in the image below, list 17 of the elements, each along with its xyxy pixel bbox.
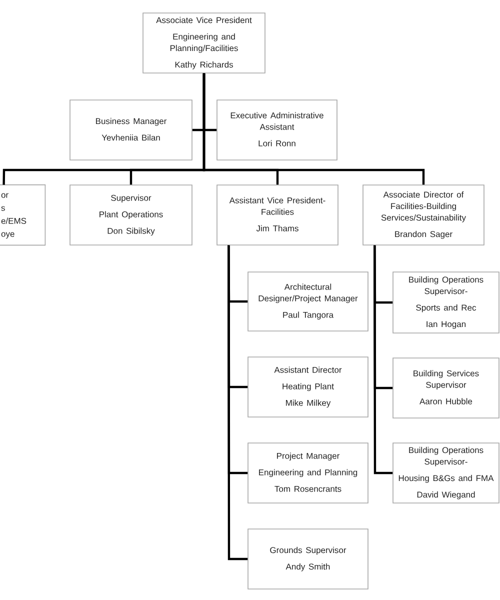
org-chart-box: or s e/EMS oye bbox=[0, 184, 46, 246]
org-chart-box: Building Operations Supervisor- Housing B&Gs and FMA David Wiegand bbox=[392, 442, 500, 504]
connector-line bbox=[228, 245, 248, 560]
org-chart-box: Supervisor Plant Operations Don Sibilsky bbox=[70, 184, 192, 246]
connector-line bbox=[374, 245, 393, 474]
org-chart-box: Associate Vice President Engineering and Planning/Facilities Kathy Richards bbox=[142, 12, 266, 74]
org-chart-box: Business Manager Yevheniia Bilan bbox=[70, 100, 192, 160]
org-chart-box: Executive Administrative Assistant Lori Ronn bbox=[216, 100, 338, 160]
org-chart-box: Assistant Vice President- Facilities Jim Thams bbox=[216, 184, 338, 246]
org-chart-box: Project Manager Engineering and Planning Tom Rosencrants bbox=[248, 442, 368, 504]
org-chart-box: Architectural Designer/Project Manager Paul Tangora bbox=[248, 272, 368, 332]
connector-line bbox=[202, 73, 425, 185]
org-chart-box: Associate Director of Facilities-Building Services/Sustainability Brandon Sager bbox=[362, 184, 484, 246]
org-chart-box: Assistant Director Heating Plant Mike Milkey bbox=[248, 356, 368, 418]
org-chart-box: Grounds Supervisor Andy Smith bbox=[248, 528, 368, 590]
org-chart-box: Building Services Supervisor Aaron Hubble bbox=[392, 358, 500, 418]
org-chart-box: Building Operations Supervisor- Sports and Rec Ian Hogan bbox=[392, 272, 500, 334]
